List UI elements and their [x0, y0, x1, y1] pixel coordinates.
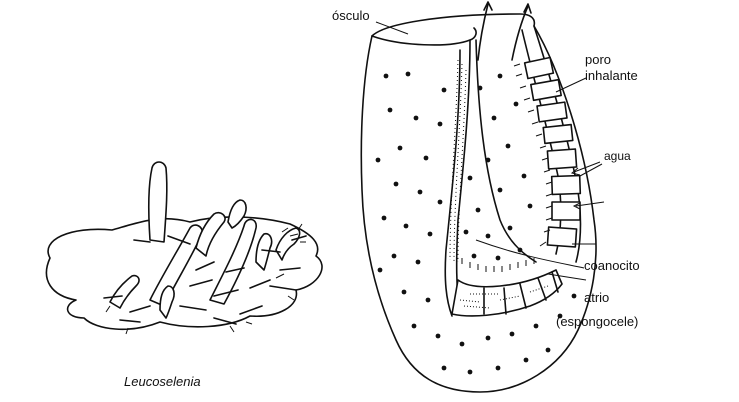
colony-tube	[149, 162, 167, 242]
label-poro-line1: poro	[585, 52, 611, 67]
cut-face-inner	[445, 50, 460, 316]
label-coanocito: coanocito	[584, 258, 640, 273]
label-osculo: ósculo	[332, 8, 370, 23]
colony-tube	[110, 276, 139, 308]
label-atrio-line1: atrio	[584, 290, 609, 305]
colony-base	[46, 217, 322, 329]
osculum-rim	[372, 28, 476, 45]
colony-tube	[228, 200, 246, 228]
poro-chambers	[525, 57, 581, 246]
leucoselenia-colony	[46, 162, 322, 334]
sponge-body	[361, 2, 604, 392]
label-poro-line2: inhalante	[585, 68, 638, 83]
wall-section-bottom	[452, 270, 562, 316]
label-atrio-line2: (espongocele)	[556, 314, 638, 329]
caption: Leucoselenia	[124, 374, 201, 389]
colony-tube	[276, 228, 300, 260]
colony-tube	[256, 234, 272, 270]
label-agua: agua	[604, 149, 631, 163]
